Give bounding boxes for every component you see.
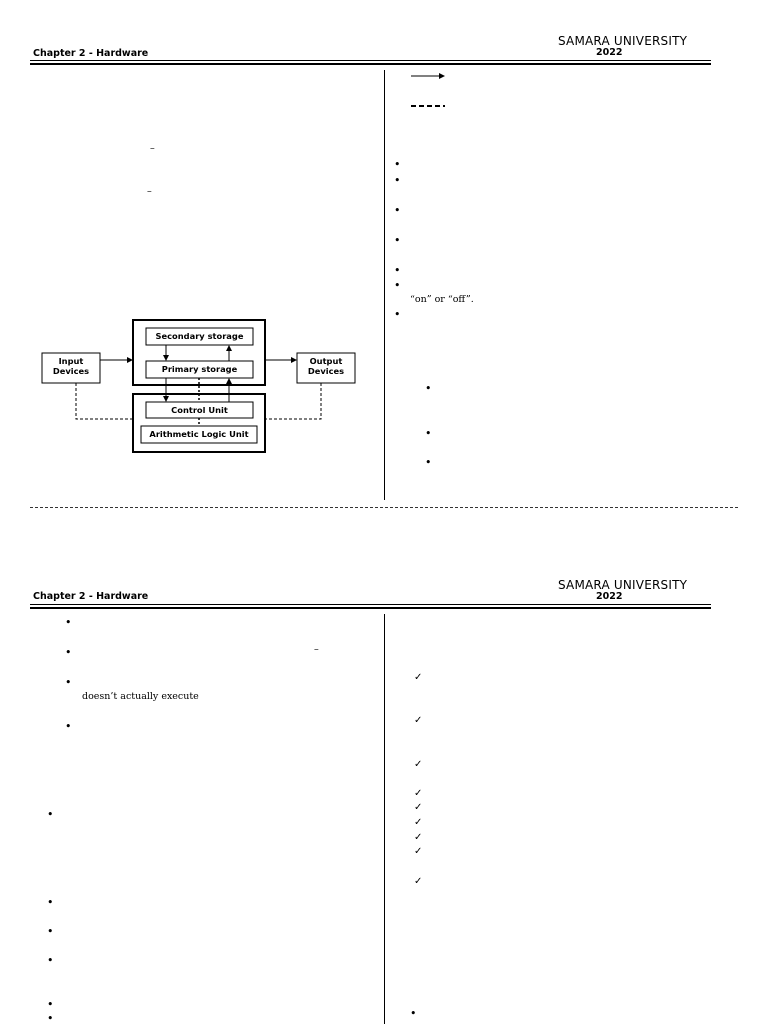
bullet: • <box>394 308 401 321</box>
dash-mark: – <box>314 644 319 655</box>
chapter-title: Chapter 2 - Hardware <box>33 591 149 602</box>
checkmark-icon: ✓ <box>414 715 423 726</box>
bullet: • <box>65 720 72 733</box>
bullet: • <box>394 158 401 171</box>
output-devices-label: Output Devices <box>307 356 345 376</box>
bullet: • <box>65 676 72 689</box>
bullet: • <box>65 646 72 659</box>
column-divider <box>384 70 385 500</box>
university-name: SAMARA UNIVERSITY <box>558 578 688 592</box>
bullet: • <box>47 925 54 938</box>
header-year: 2022 <box>596 47 623 58</box>
hardware-block-diagram <box>41 319 356 453</box>
control-unit-label: Control Unit <box>171 405 228 415</box>
data-flow-legend <box>411 73 445 107</box>
bullet: • <box>425 427 432 440</box>
checkmark-icon: ✓ <box>414 788 423 799</box>
secondary-storage-label: Secondary storage <box>155 331 244 341</box>
alu-label: Arithmetic Logic Unit <box>149 429 249 439</box>
bullet: • <box>425 382 432 395</box>
input-devices-label: Input Devices <box>52 356 90 376</box>
checkmark-icon: ✓ <box>414 672 423 683</box>
checkmark-icon: ✓ <box>414 817 423 828</box>
bullet: • <box>425 456 432 469</box>
checkmark-icon: ✓ <box>414 832 423 843</box>
bullet: • <box>394 264 401 277</box>
header-rule-thin <box>30 604 711 605</box>
bullet: • <box>394 174 401 187</box>
bullet: • <box>47 1012 54 1025</box>
page-separator <box>30 507 738 508</box>
checkmark-icon: ✓ <box>414 759 423 770</box>
checkmark-icon: ✓ <box>414 876 423 887</box>
checkmark-icon: ✓ <box>414 802 423 813</box>
execute-text: doesn’t actually execute <box>82 691 199 702</box>
bullet: • <box>65 616 72 629</box>
on-off-text: “on” or “off”. <box>410 294 474 305</box>
bullet: • <box>394 204 401 217</box>
bullet: • <box>394 279 401 292</box>
dash-mark: – <box>147 186 152 197</box>
checkmark-icon: ✓ <box>414 846 423 857</box>
primary-storage-label: Primary storage <box>161 364 238 374</box>
chapter-title: Chapter 2 - Hardware <box>33 48 149 59</box>
header-year: 2022 <box>596 591 623 602</box>
header-rule-thin <box>30 60 711 61</box>
column-divider <box>384 614 385 1024</box>
bullet: • <box>394 234 401 247</box>
bullet: • <box>47 954 54 967</box>
dash-mark: – <box>150 143 155 154</box>
bullet: • <box>410 1007 417 1020</box>
bullet: • <box>47 998 54 1011</box>
header-rule-thick <box>30 607 711 609</box>
bullet: • <box>47 896 54 909</box>
bullet: • <box>47 808 54 821</box>
header-rule-thick <box>30 63 711 65</box>
university-name: SAMARA UNIVERSITY <box>558 34 688 48</box>
